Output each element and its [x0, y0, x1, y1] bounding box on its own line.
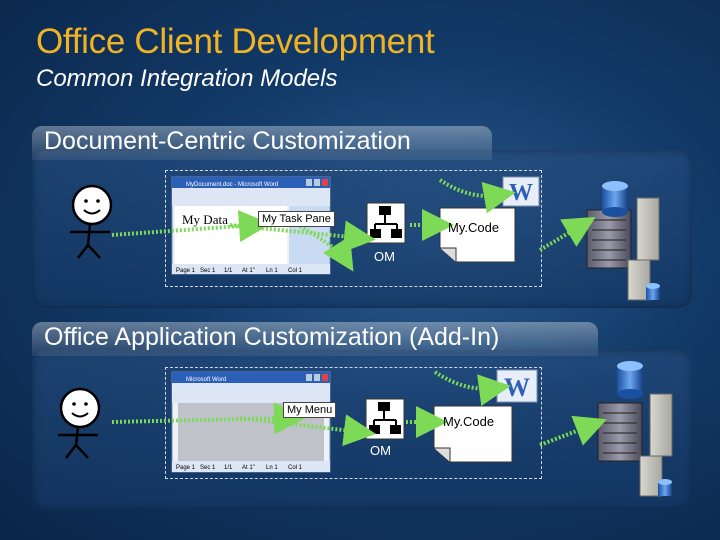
arrows — [111, 370, 607, 447]
svg-text:W: W — [504, 373, 530, 402]
my-data-label: My Data — [182, 212, 228, 227]
menu-label: My Menu — [283, 402, 337, 418]
database-icon — [602, 181, 628, 217]
slide-subtitle: Common Integration Models — [36, 65, 338, 92]
slide-title: Office Client Development — [36, 22, 435, 61]
database-icon — [617, 361, 643, 399]
status-item: Ln 1 — [266, 465, 278, 471]
task-pane-label: My Task Pane — [258, 211, 335, 227]
application-boundary — [165, 367, 542, 479]
object-model-icon — [365, 398, 405, 440]
status-item: 1/1 — [224, 465, 233, 471]
document-boundary — [165, 170, 542, 287]
word-window-title: Microsoft Word — [186, 377, 226, 383]
status-item: Page 1 — [176, 268, 196, 274]
word-window-title: MyDocument.doc - Microsoft Word — [186, 182, 278, 188]
status-item: Ln 1 — [266, 268, 278, 274]
database-icon — [658, 479, 672, 496]
stick-figure-icon — [58, 387, 101, 459]
stick-figure-icon — [70, 184, 113, 259]
word-window-icon — [171, 371, 331, 473]
status-item: At 1" — [242, 268, 255, 274]
server-icon — [597, 393, 673, 497]
status-item: Sec 1 — [200, 465, 216, 471]
database-icon — [646, 283, 660, 300]
status-item: Col 1 — [288, 465, 303, 471]
status-item: 1/1 — [224, 268, 233, 274]
status-bar: Page 1 Sec 1 1/1 At 1" Ln 1 Col 1 — [176, 465, 303, 471]
status-bar: Page 1 Sec 1 1/1 At 1" Ln 1 Col 1 — [176, 268, 303, 274]
word-logo-icon: W — [502, 176, 540, 207]
document-centric-heading: Document-Centric Customization — [32, 126, 492, 160]
code-document-icon — [439, 207, 516, 263]
my-code-label: My.Code — [443, 414, 495, 429]
arrows — [111, 178, 596, 272]
object-model-icon — [366, 202, 406, 244]
status-item: Page 1 — [176, 465, 196, 471]
svg-text:W: W — [509, 180, 533, 206]
word-logo-icon: W — [496, 369, 538, 403]
om-label: OM — [374, 249, 395, 264]
om-label: OM — [370, 443, 391, 458]
my-code-label: My.Code — [448, 220, 500, 235]
add-in-heading: Office Application Customization (Add-In… — [32, 322, 598, 356]
status-item: Col 1 — [288, 268, 303, 274]
status-item: Sec 1 — [200, 268, 216, 274]
code-document-icon — [433, 405, 513, 463]
status-item: At 1" — [242, 465, 255, 471]
